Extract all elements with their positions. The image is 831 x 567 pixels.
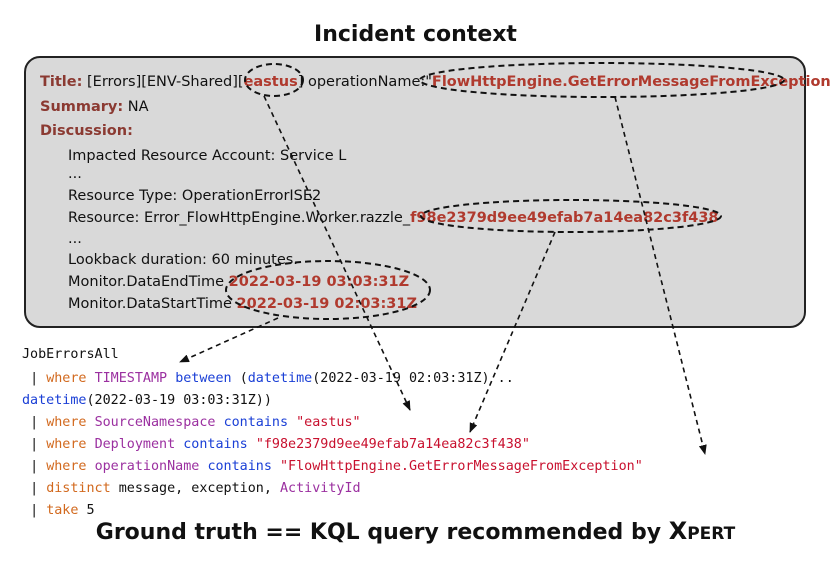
ellipsis-line-2: ... xyxy=(68,231,82,247)
title-region: eastus xyxy=(243,74,298,90)
resource-line: Resource: Error_FlowHttpEngine.Worker.ra… xyxy=(68,208,719,228)
impacted-account-line: Impacted Resource Account: Service L xyxy=(68,148,347,164)
brand-rest: PERT xyxy=(687,524,736,544)
incident-context-heading: Incident context xyxy=(314,22,517,47)
lookback-line: Lookback duration: 60 minutes. xyxy=(68,252,298,268)
ground-truth-heading: Ground truth == KQL query recommended by… xyxy=(0,517,831,545)
query-line-datetime-end: datetime(2022-03-19 03:03:31Z)) xyxy=(22,393,272,408)
summary-line: Summary: NA xyxy=(40,97,149,117)
title-prefix: [Errors][ENV-Shared][ xyxy=(82,74,244,90)
title-label: Title: xyxy=(40,74,83,90)
arrow-to-namespace xyxy=(263,95,411,411)
resource-id-highlight-ellipse xyxy=(420,199,722,233)
arrow-to-deployment xyxy=(469,231,556,433)
discussion-label: Discussion: xyxy=(40,123,133,139)
title-operation: FlowHttpEngine.GetErrorMessageFromExcept… xyxy=(431,74,831,90)
summary-value: NA xyxy=(123,99,149,115)
arrow-to-timestamp xyxy=(179,317,279,363)
ground-truth-text: Ground truth == KQL query recommended by xyxy=(95,520,669,545)
arrow-to-operation xyxy=(614,96,707,455)
start-time-label: Monitor.DataStartTime xyxy=(68,296,237,312)
query-line-where-deployment: | where Deployment contains "f98e2379d9e… xyxy=(30,437,530,452)
start-time-value: 2022-03-19 02:03:31Z xyxy=(236,296,417,312)
start-time-line: Monitor.DataStartTime 2022-03-19 02:03:3… xyxy=(68,294,417,314)
end-time-line: Monitor.DataEndTime 2022-03-19 03:03:31Z xyxy=(68,272,409,292)
region-highlight-ellipse xyxy=(244,63,304,97)
query-line-take: | take 5 xyxy=(30,503,95,518)
query-line-where-timestamp: | where TIMESTAMP between (datetime(2022… xyxy=(30,371,514,386)
operation-highlight-ellipse xyxy=(419,62,785,98)
query-table: JobErrorsAll xyxy=(22,347,119,362)
ellipsis-line-1: ... xyxy=(68,166,82,182)
title-line: Title: [Errors][ENV-Shared][eastus] oper… xyxy=(40,72,831,92)
query-line-distinct: | distinct message, exception, ActivityI… xyxy=(30,481,361,496)
end-time-label: Monitor.DataEndTime xyxy=(68,274,229,290)
brand-initial: X xyxy=(668,517,688,545)
end-time-value: 2022-03-19 03:03:31Z xyxy=(228,274,410,290)
summary-label: Summary: xyxy=(40,99,124,115)
query-line-where-operation: | where operationName contains "FlowHttp… xyxy=(30,459,643,474)
resource-prefix: Resource: Error_FlowHttpEngine.Worker.ra… xyxy=(68,210,411,226)
resource-id: f98e2379d9ee49efab7a14ea82c3f438 xyxy=(410,210,719,226)
incident-context-panel: Title: [Errors][ENV-Shared][eastus] oper… xyxy=(24,56,831,328)
time-range-highlight-ellipse xyxy=(225,260,431,320)
query-line-where-namespace: | where SourceNamespace contains "eastus… xyxy=(30,415,361,430)
title-mid: ] operationName:" xyxy=(297,74,432,90)
resource-type-line: Resource Type: OperationErrorISE2 xyxy=(68,188,322,204)
